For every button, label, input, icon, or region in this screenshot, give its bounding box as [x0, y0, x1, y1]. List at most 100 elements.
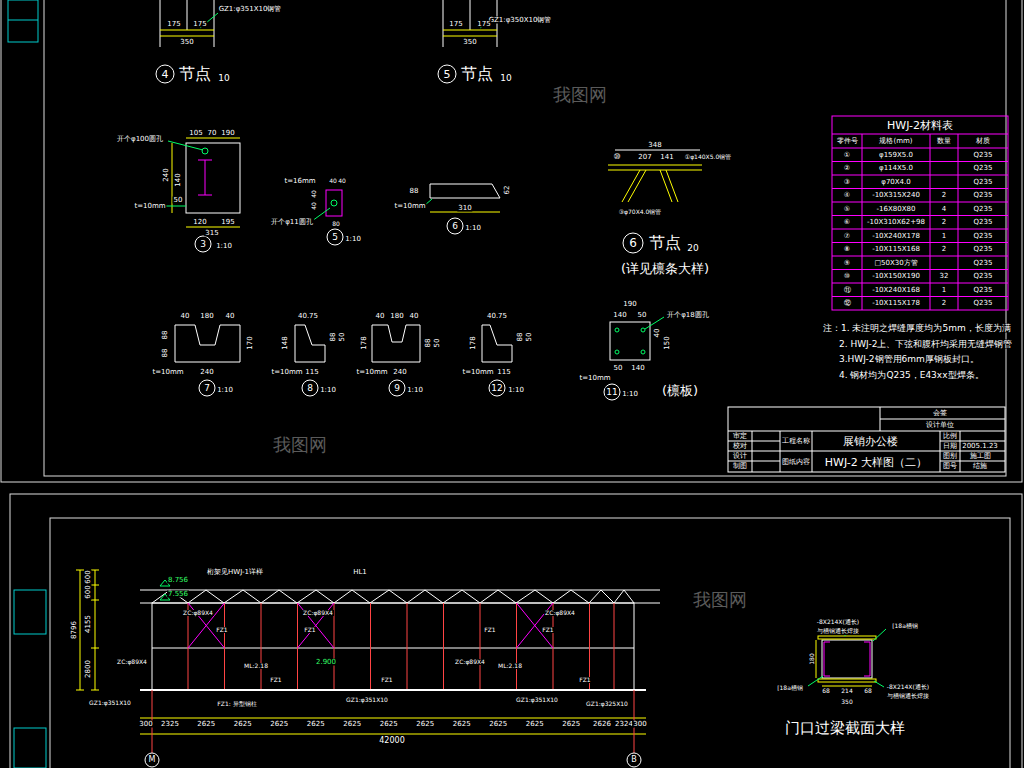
drawing-label: 105 [188, 130, 203, 137]
drawing-label: t=10mm [461, 369, 494, 376]
drawing-label: ⑨ [843, 259, 851, 266]
part-3-sketch [186, 227, 240, 228]
part-3-sketch [195, 236, 211, 252]
drawing-label: 2625 [379, 721, 399, 728]
elevation-sketch [91, 648, 99, 649]
elevation-sketch [188, 603, 614, 690]
part-6-sketch [430, 212, 500, 213]
material-table-grid [832, 256, 1008, 257]
material-table-grid [862, 134, 863, 310]
drawing-label: 工程名称 [781, 438, 811, 445]
title-block-grid [728, 451, 780, 452]
node-6-sketch [608, 165, 702, 166]
part-5-sketch [331, 200, 337, 206]
drawing-label: 350 [179, 39, 194, 46]
drawing-label: 175 [448, 21, 463, 28]
drawing-label: ZC:φ89X4 [454, 659, 486, 665]
material-table-grid [832, 269, 1008, 270]
drawing-label: FZ1 [541, 627, 554, 633]
drawing-label: 42000 [378, 737, 405, 745]
drawing-label: 会签 [932, 410, 948, 417]
drawing-label: 315 [204, 230, 219, 237]
drawing-label: FZ1 [215, 627, 228, 633]
margin-columns [14, 728, 46, 768]
drawing-label: ⑦ [843, 232, 851, 239]
watermark-text: 我图网 [272, 436, 328, 454]
material-table-grid [832, 175, 1008, 176]
drawing-label: ① [843, 151, 851, 158]
lintel-section-sketch [824, 642, 830, 676]
drawing-label: 175 [476, 21, 491, 28]
drawing-label: ①φ140X5.0钢管 [684, 154, 732, 160]
drawing-label: 195 [220, 219, 235, 226]
plate-sketches [615, 328, 619, 332]
elevation-sketch [297, 603, 298, 690]
drawing-label: 2625 [342, 721, 362, 728]
node-4-sketch [214, 0, 215, 47]
drawing-label: 5 [331, 233, 339, 242]
drawing-label: ZC:φ89X4 [544, 610, 576, 616]
plate-sketches [372, 325, 420, 362]
drawing-label: 节点 [648, 235, 682, 251]
drawing-label: Q235 [973, 259, 994, 266]
drawing-label: 8 [306, 384, 314, 393]
drawing-label: □50X30方管 [873, 259, 918, 266]
drawing-label: 2625 [306, 721, 326, 728]
drawing-label: 62 [504, 185, 511, 196]
drawing-label: 300 [138, 721, 153, 728]
part-6-sketch [447, 218, 463, 234]
drawing-label: ⑩ [843, 273, 851, 280]
drawing-label: 2 [941, 300, 947, 307]
node-5-sketch [438, 65, 456, 83]
drawing-label: Q235 [973, 286, 994, 293]
drawing-label: 1:10 [464, 225, 482, 232]
drawing-label: -10X315X240 [871, 192, 921, 199]
watermark-text: 我图网 [552, 86, 608, 104]
elevation-sketch [298, 603, 335, 648]
drawing-label: 175 [192, 21, 207, 28]
sheet-frames [1, 0, 1022, 482]
drawing-label: 240 [199, 369, 214, 376]
drawing-label: GZ1:φ351X10 [515, 697, 559, 703]
drawing-label: t=10mm [578, 375, 611, 382]
drawing-label: GZ1:φ325X10 [585, 701, 629, 707]
drawing-label: 2625 [452, 721, 472, 728]
part-5-sketch [327, 229, 343, 245]
drawing-label: HWJ-2材料表 [886, 120, 954, 131]
drawing-label: 门口过梁截面大样 [784, 721, 906, 736]
node-5-sketch [438, 0, 497, 83]
node-5-sketch [443, 0, 444, 47]
part-6-sketch [425, 184, 500, 234]
drawing-label: ④ [843, 192, 851, 199]
title-block-grid [880, 419, 1005, 420]
material-table-grid [832, 134, 1008, 135]
drawing-label: 40 [654, 328, 661, 339]
drawing-label: 施工图 [969, 453, 992, 460]
drawing-label: 2.900 [315, 659, 337, 666]
drawing-label: 40 [409, 313, 420, 320]
drawing-label: 开个φ11圆孔 [270, 219, 314, 226]
drawing-label: FZ1: 异型钢柱 [216, 701, 257, 707]
drawing-label: 8.756 [167, 577, 189, 584]
drawing-label: ⑤ [843, 205, 851, 212]
drawing-label: Q235 [973, 192, 994, 199]
drawing-label: GZ1:φ351X10 [88, 700, 132, 706]
drawing-label: 图别 [942, 453, 958, 460]
node-5-sketch [470, 0, 471, 30]
drawing-label: 1:10 [216, 387, 234, 394]
drawing-label: FZ1 [269, 677, 282, 683]
drawing-label: 7 [203, 384, 211, 393]
material-table-grid [930, 134, 931, 310]
node-4-sketch [156, 0, 218, 83]
material-table-grid [832, 242, 1008, 243]
drawing-label: 178 [470, 335, 477, 350]
drawing-label: 40 [225, 313, 236, 320]
elevation-sketch [140, 734, 646, 735]
drawing-label: 2625 [488, 721, 508, 728]
part-3-sketch [165, 138, 240, 252]
material-table-grid [832, 188, 1008, 189]
elevation-sketch [76, 570, 84, 571]
drawing-label: 350 [840, 699, 853, 705]
title-block-grid [728, 407, 1005, 472]
drawing-label: 80 [331, 221, 341, 227]
